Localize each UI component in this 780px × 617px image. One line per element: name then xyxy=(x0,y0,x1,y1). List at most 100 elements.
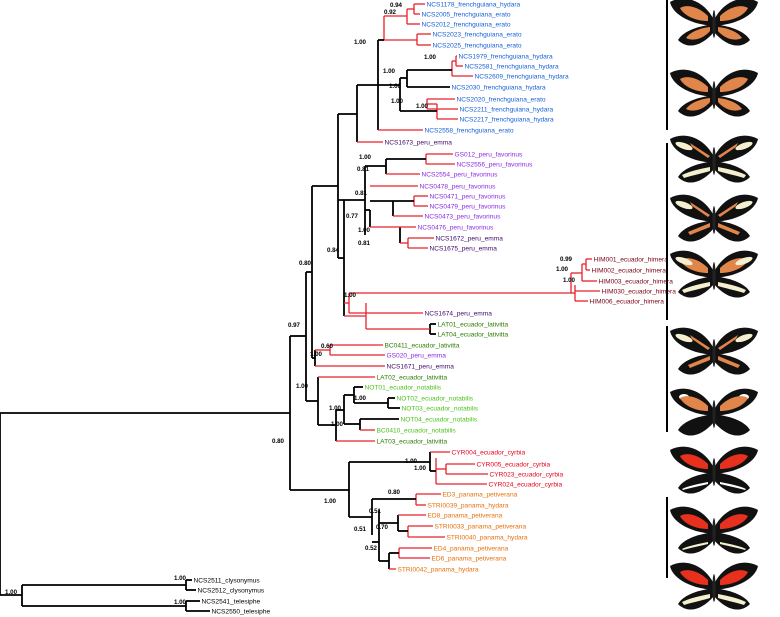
butterfly-body xyxy=(712,458,716,486)
taxon-label: NCS2558_frenchguiana_erato xyxy=(425,127,514,134)
wing-band xyxy=(682,542,708,550)
taxon-label: NCS1178_frenchguiana_hydara xyxy=(427,1,521,8)
taxon-label: NCS2554_peru_favorinus xyxy=(422,171,499,178)
support-value: 1.00 xyxy=(296,383,309,390)
support-value: 1.00 xyxy=(344,292,357,299)
taxon-label: BC0411_ecuador_lativitta xyxy=(385,342,460,349)
wing-band xyxy=(682,482,708,490)
wing xyxy=(678,414,714,436)
support-value: 0.51 xyxy=(369,508,382,515)
wing-band xyxy=(686,27,710,40)
support-value: 1.00 xyxy=(354,39,367,46)
taxon-label: NCS2211_frenchguiana_hydara xyxy=(460,106,554,113)
support-value: 0.94 xyxy=(390,2,403,9)
taxon-label: NOT03_ecuador_notabilis xyxy=(402,405,479,412)
taxon-label: GS012_peru_favorinus xyxy=(455,151,524,158)
taxon-label: NCS2556_peru_favorinus xyxy=(457,161,534,168)
support-value: 1.00 xyxy=(389,83,402,90)
wing-band xyxy=(718,27,742,40)
wing-band xyxy=(680,6,708,21)
wing-band xyxy=(675,200,693,210)
taxon-label: NCS1979_frenchguiana_hydara xyxy=(459,53,554,60)
support-value: 1.00 xyxy=(358,227,371,234)
taxon-label: NOT04_ecuador_notabilis xyxy=(401,416,478,423)
taxon-label: LAT03_ecuador_lativitta xyxy=(377,438,448,445)
wing-band xyxy=(682,282,710,293)
support-value: 1.00 xyxy=(174,599,187,606)
butterfly-body xyxy=(712,400,716,428)
taxon-label: NCS2023_frenchguiana_erato xyxy=(433,31,522,38)
taxon-label: HIM003_ecuador_himera xyxy=(599,278,674,285)
wing-band xyxy=(680,396,708,411)
taxon-label: STRI0033_panama_petiverana xyxy=(435,523,527,530)
wing-band xyxy=(690,202,710,217)
taxon-label: STRI0040_panama_hydara xyxy=(447,534,528,541)
wing-band xyxy=(680,454,708,469)
butterfly-image xyxy=(670,135,758,183)
taxon-label: STRI0042_panama_hydara xyxy=(398,566,479,573)
taxon-label: NCS1674_peru_emma xyxy=(425,310,493,317)
taxon-label: CYR005_ecuador_cyrbia xyxy=(477,461,551,468)
support-value: 0.99 xyxy=(560,256,573,263)
taxon-label: ED3_panama_petiverana xyxy=(443,491,518,498)
wing-band xyxy=(690,335,710,350)
support-value: 0.92 xyxy=(384,9,397,16)
wing-band xyxy=(718,594,746,605)
taxon-label: CYR004_ecuador_cyrbia xyxy=(452,449,526,456)
taxon-label: LAT01_ecuador_lativitta xyxy=(438,321,509,328)
butterfly-body xyxy=(712,206,716,234)
wing-band xyxy=(718,202,738,217)
wing-band xyxy=(675,256,693,266)
taxon-label: NCS0478_peru_favorinus xyxy=(420,183,497,190)
taxon-label: ED4_panama_petiverana xyxy=(434,545,509,552)
support-value: 0.52 xyxy=(365,545,378,552)
taxon-label: NCS2025_frenchguiana_erato xyxy=(433,42,522,49)
taxon-label: HIM006_ecuador_himera xyxy=(590,298,665,305)
support-values: 0.940.92 1.00 1.00 1.00 1.00 1.00 1.00 0.81 1.00… xyxy=(5,2,576,606)
wing-pattern-column xyxy=(670,0,758,610)
wing-band xyxy=(680,514,708,529)
butterfly-body xyxy=(712,574,716,602)
wing-band xyxy=(718,282,746,293)
wing-band xyxy=(720,570,748,585)
taxon-label: ED8_panama_petiverana xyxy=(428,512,503,519)
wing-band xyxy=(720,542,746,550)
support-value: 1.00 xyxy=(359,154,372,161)
wing-band xyxy=(688,356,710,368)
butterfly-image xyxy=(670,250,758,298)
butterfly-image xyxy=(670,446,758,494)
taxon-label: NCS2012_frenchguiana_erato xyxy=(422,21,511,28)
wing xyxy=(714,532,750,554)
wing xyxy=(714,472,750,494)
taxon-label: HIM002_ecuador_himera xyxy=(592,267,667,274)
taxon-label: NOT01_ecuador_notabilis xyxy=(365,384,442,391)
taxon-label: NCS0473_peru_favorinus xyxy=(425,213,502,220)
wing-band xyxy=(680,570,708,585)
wing-band xyxy=(720,482,746,490)
wing-band xyxy=(720,396,748,411)
wing-band xyxy=(718,223,740,235)
wing xyxy=(714,414,750,436)
support-value: 1.00 xyxy=(563,277,576,284)
support-value: 0.81 xyxy=(357,166,370,173)
wing-band xyxy=(735,333,753,343)
wing-band xyxy=(735,256,753,266)
support-value: 1.00 xyxy=(331,421,344,428)
taxon-label: GS020_peru_emma xyxy=(387,352,447,359)
taxon-label: NCS2217_frenchguiana_hydara xyxy=(460,116,555,123)
support-value: 0.80 xyxy=(299,260,312,267)
wing-band xyxy=(682,594,710,605)
taxon-label: NCS2511_clysonymus xyxy=(194,577,261,584)
taxon-label: NCS2030_frenchguiana_hydara xyxy=(452,84,547,91)
butterfly-body xyxy=(712,147,716,175)
butterfly-body xyxy=(712,10,716,38)
butterfly-body xyxy=(712,81,716,109)
support-value: 1.00 xyxy=(391,98,404,105)
tree-branches xyxy=(0,3,600,612)
taxon-label: CYR024_ecuador_cyrbia xyxy=(489,481,563,488)
butterfly-image xyxy=(670,69,758,117)
taxon-label: NCS2541_telesiphe xyxy=(202,598,261,605)
taxon-label: STRI0039_panama_hydara xyxy=(428,502,509,509)
support-value: 1.00 xyxy=(416,103,429,110)
